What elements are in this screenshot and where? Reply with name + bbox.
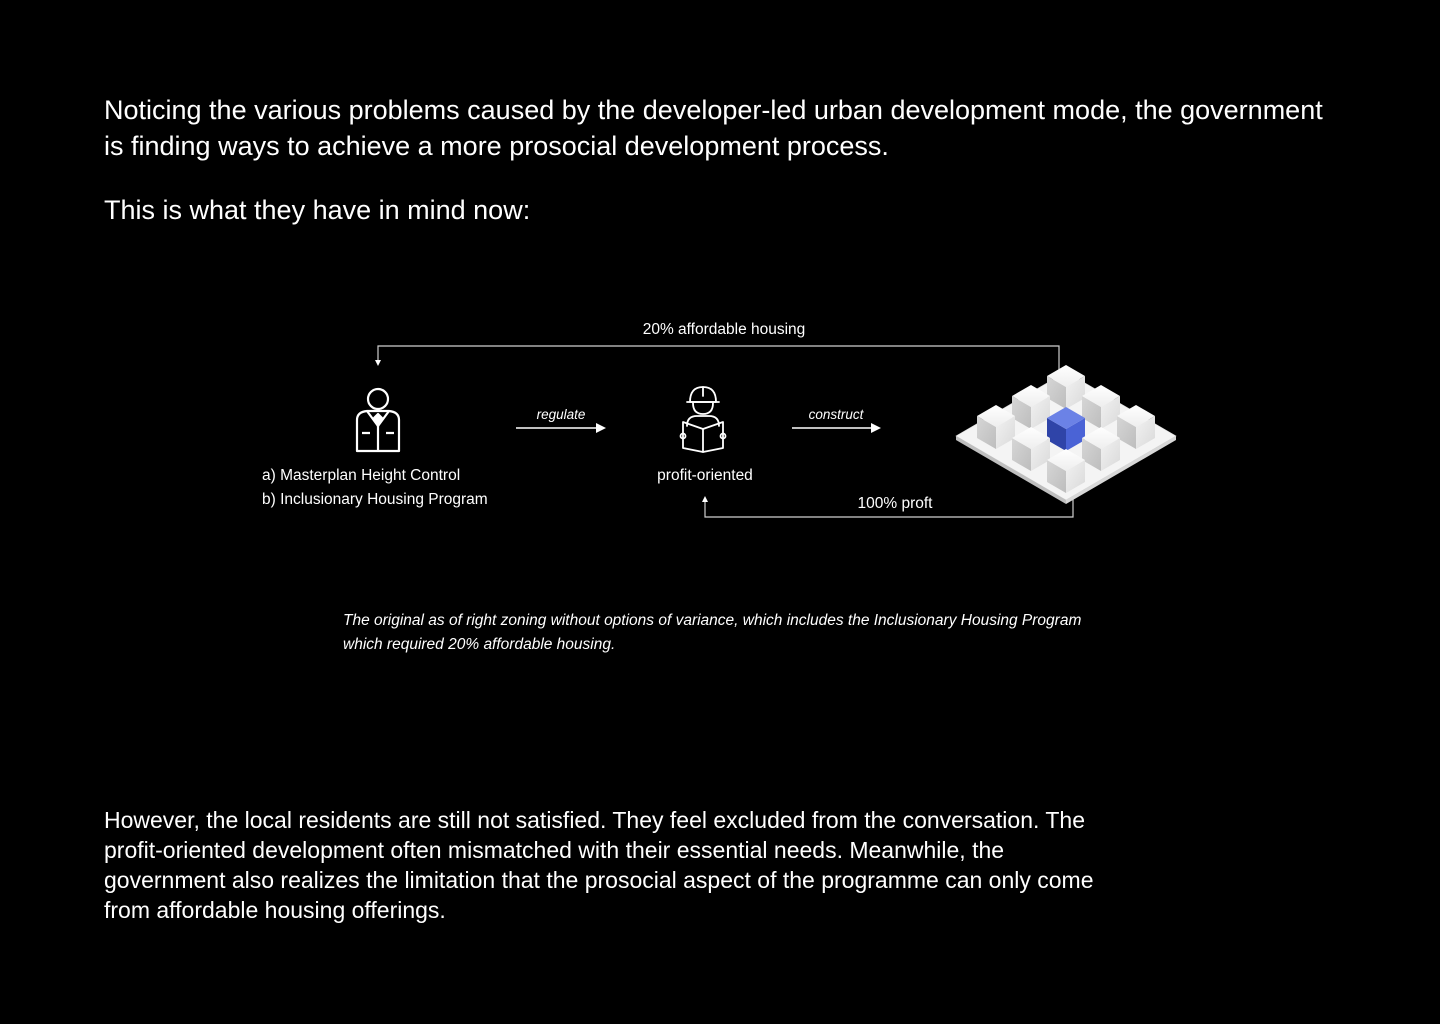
construct-arrow [792,423,881,433]
intro-paragraph: Noticing the various problems caused by … [104,95,1323,161]
top-feedback-arrow [375,345,1060,398]
diagram-caption: The original as of right zoning without … [343,612,1082,653]
developer-worker-icon [679,386,727,453]
regulate-label: regulate [537,407,586,422]
top-flow-label: 20% affordable housing [643,321,806,338]
policy-item: a) Masterplan Height Control [262,467,460,484]
intro-subheading: This is what they have in mind now: [104,195,531,225]
isometric-buildings-icon [955,364,1177,504]
developer-label: profit-oriented [657,467,753,484]
conclusion-paragraph: However, the local residents are still n… [104,807,1094,923]
regulate-arrow [516,423,606,433]
policy-item: b) Inclusionary Housing Program [262,491,488,508]
construct-label: construct [809,407,865,422]
bottom-flow-label: 100% proft [858,495,934,512]
government-official-icon [355,387,401,453]
